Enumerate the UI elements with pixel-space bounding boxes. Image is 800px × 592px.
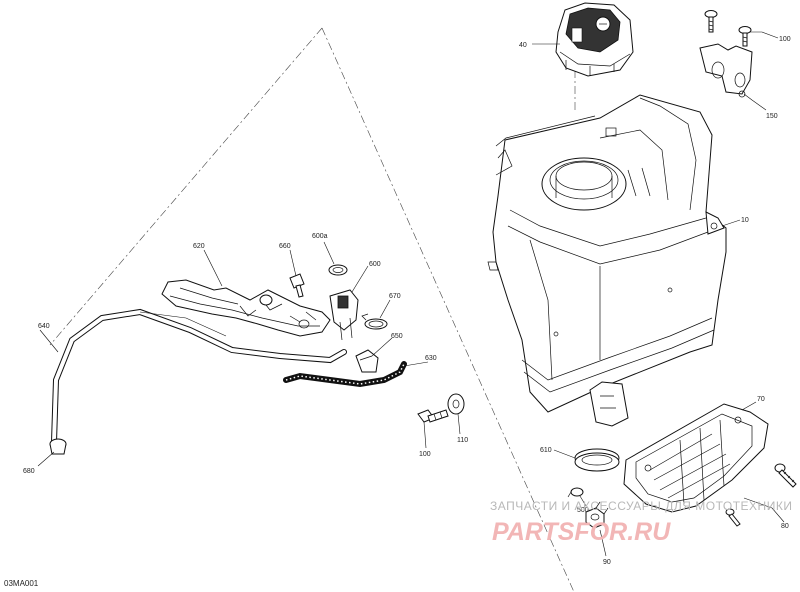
callout-620: 620	[193, 243, 205, 250]
callout-70: 70	[757, 396, 765, 403]
callout-40: 40	[519, 42, 527, 49]
callout-660: 660	[279, 243, 291, 250]
o-ring	[328, 264, 348, 276]
callout-500: 500	[577, 507, 589, 514]
fuel-cap	[555, 2, 634, 77]
small-clamp-500	[567, 487, 584, 498]
callout-600: 600	[369, 261, 381, 268]
screw-top-1	[704, 10, 718, 33]
callout-110: 110	[457, 437, 468, 444]
callout-10: 10	[741, 217, 749, 224]
leader-lines	[37, 31, 785, 557]
callout-630: 630	[425, 355, 437, 362]
callout-150: 150	[766, 113, 778, 120]
corrugated-hose	[283, 361, 407, 388]
screw-80-b	[725, 508, 741, 527]
callout-labels: 10 40 70 80 90 100 100 110 150 500 600 6…	[23, 36, 791, 566]
fuel-tank	[487, 94, 727, 427]
vent-line	[51, 308, 347, 445]
screw-80-a	[774, 463, 797, 488]
watermark: ЗАПЧАСТИ И АКСЕССУАРЫ ДЛЯ МОТОТЕХНИКИ PA…	[490, 499, 792, 546]
callout-670: 670	[389, 293, 401, 300]
mounting-bracket	[699, 43, 753, 98]
hose-clamp-670	[361, 313, 388, 330]
nut-90	[585, 501, 609, 529]
callout-610: 610	[540, 447, 552, 454]
callout-80: 80	[781, 523, 789, 530]
bolt-100	[417, 409, 449, 423]
fuel-line-bracket	[161, 279, 331, 337]
quick-connector	[329, 289, 359, 341]
assembly-lines	[49, 27, 576, 592]
diagram-code: 03MA001	[4, 579, 39, 588]
callout-640: 640	[38, 323, 50, 330]
vent-clamp	[49, 438, 67, 455]
screw-top-2	[738, 26, 752, 47]
callout-100-bolt: 100	[419, 451, 431, 458]
washer-110	[447, 393, 465, 415]
protective-plate	[623, 403, 769, 513]
callout-650: 650	[391, 333, 403, 340]
pump-clamp-ring	[574, 448, 620, 472]
callout-90: 90	[603, 559, 611, 566]
watermark-logo: PARTSFOR.RU	[492, 518, 671, 546]
callout-680: 680	[23, 468, 35, 475]
watermark-tagline: ЗАПЧАСТИ И АКСЕССУАРЫ ДЛЯ МОТОТЕХНИКИ	[490, 499, 792, 513]
callout-100: 100	[779, 36, 791, 43]
bolt-660	[289, 273, 305, 298]
callout-600a: 600a	[312, 233, 328, 240]
